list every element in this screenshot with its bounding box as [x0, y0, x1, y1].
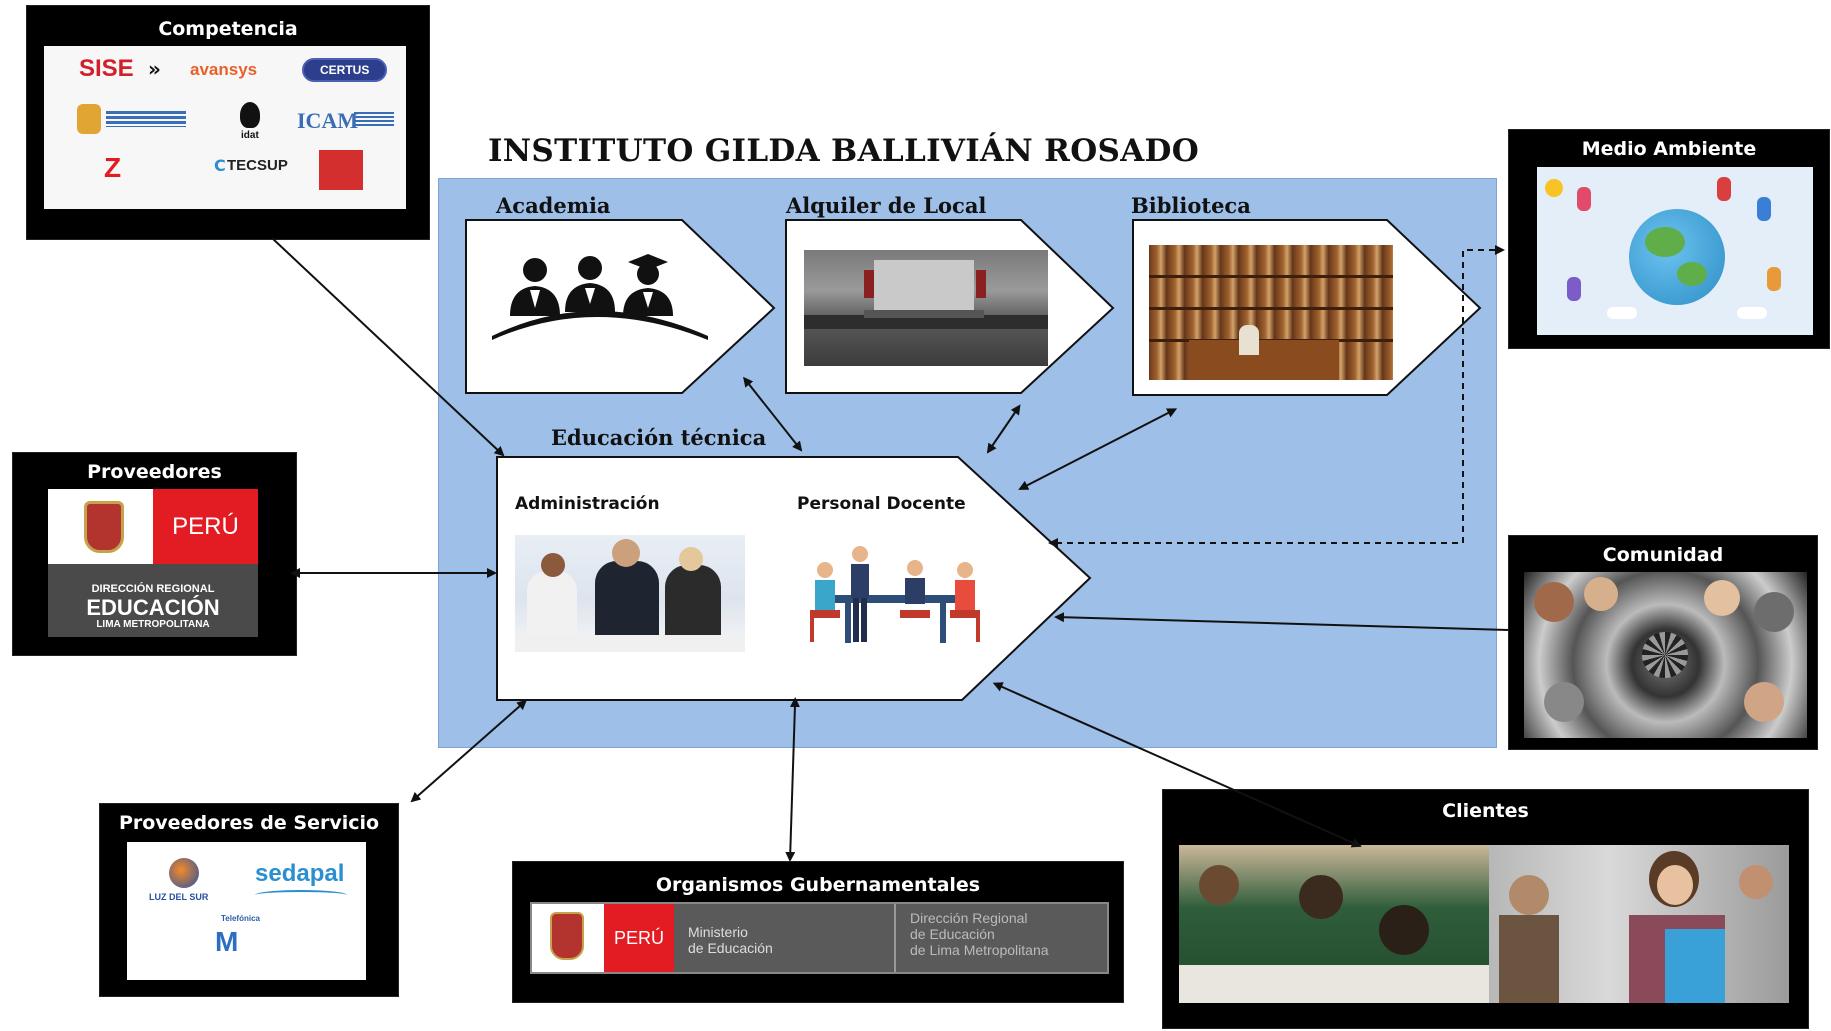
competencia-box: Competencia SISE » avansys CERTUS idat I… — [27, 6, 429, 239]
administracion-label: Administración — [515, 494, 660, 514]
dre-lima-logo: PERÚ DIRECCIÓN REGIONAL EDUCACIÓN LIMA M… — [48, 489, 258, 637]
dre-line3: LIMA METROPOLITANA — [96, 619, 210, 630]
tecsup-logo: TECSUP — [227, 157, 288, 174]
competencia-title: Competencia — [158, 18, 298, 40]
organismos-peru: PERÚ — [604, 904, 674, 972]
students-smiling-photo — [1489, 845, 1789, 1003]
sedapal-wave-icon — [255, 890, 347, 900]
competencia-logos: SISE » avansys CERTUS idat ICAM Z C TECS… — [44, 46, 406, 209]
sise-logo: SISE — [79, 55, 134, 82]
peru-text: PERÚ — [172, 512, 239, 540]
sedapal-logo: sedapal — [255, 860, 345, 887]
alquiler-label: Alquiler de Local — [786, 193, 987, 218]
sise-arrow-icon: » — [148, 57, 161, 81]
docente-label: Personal Docente — [797, 494, 966, 514]
meeting-illustration — [810, 546, 980, 643]
academia-label: Academia — [496, 193, 611, 218]
movistar-logo: M — [215, 926, 239, 957]
luz-del-sur-icon — [169, 858, 199, 888]
office-photo — [515, 535, 745, 652]
community-collage — [1524, 572, 1807, 738]
comunidad-box: Comunidad — [1509, 536, 1817, 749]
avansys-logo: avansys — [190, 60, 258, 79]
idat-icon — [240, 102, 260, 128]
servicio-logos: LUZ DEL SUR sedapal Telefónica M — [127, 842, 366, 980]
students-classroom-photo — [1179, 845, 1489, 1003]
z-logo-icon: Z — [104, 152, 122, 183]
luz-del-sur-logo: LUZ DEL SUR — [149, 892, 209, 902]
ministerio-line2: de Educación — [688, 940, 773, 956]
icam-logo: ICAM — [297, 108, 359, 133]
library-photo — [1149, 245, 1393, 380]
peru-label: PERÚ — [153, 489, 258, 564]
icam-subtext — [354, 112, 394, 126]
peru-crest-icon — [84, 501, 124, 553]
graduates-icon — [492, 254, 708, 340]
organismos-title: Organismos Gubernamentales — [655, 874, 981, 896]
crest-icon — [77, 104, 101, 134]
direccion-line2: de Educación — [910, 926, 995, 942]
educacion-label: Educación técnica — [551, 425, 767, 450]
ministerio-line1: Ministerio — [688, 924, 748, 940]
proveedores-box: Proveedores PERÚ DIRECCIÓN REGIONAL EDUC… — [13, 453, 296, 655]
room-photo — [804, 250, 1048, 366]
organismos-peru-text: PERÚ — [613, 927, 664, 948]
biblioteca-label: Biblioteca — [1131, 193, 1251, 218]
clientes-box: Clientes — [1163, 790, 1808, 1028]
direccion-line3: de Lima Metropolitana — [910, 942, 1049, 958]
medio-ambiente-box: Medio Ambiente — [1509, 130, 1829, 348]
medio-ambiente-title: Medio Ambiente — [1581, 138, 1757, 160]
peru-crest-small-icon — [550, 912, 584, 960]
dre-line2: EDUCACIÓN — [86, 595, 220, 620]
institute-logo-text — [106, 111, 186, 127]
telefonica-logo: Telefónica — [221, 914, 260, 923]
clientes-title: Clientes — [1442, 800, 1529, 822]
organismos-box: Organismos Gubernamentales PERÚ Minister… — [513, 862, 1123, 1002]
earth-illustration — [1537, 167, 1813, 335]
red-square-logo — [319, 150, 363, 190]
tecsup-c-icon: C — [214, 156, 226, 175]
proveedores-servicio-box: Proveedores de Servicio LUZ DEL SUR seda… — [100, 804, 398, 996]
direccion-line1: Dirección Regional — [910, 910, 1028, 926]
dre-line1: DIRECCIÓN REGIONAL — [91, 583, 215, 595]
proveedores-title: Proveedores — [87, 461, 222, 483]
institute-title: INSTITUTO GILDA BALLIVIÁN ROSADO — [488, 133, 1200, 169]
logo-divider — [894, 904, 896, 972]
certus-logo: CERTUS — [302, 58, 388, 82]
minedu-logo: PERÚ Ministerio de Educación Dirección R… — [530, 902, 1109, 974]
idat-logo: idat — [241, 130, 259, 141]
proveedores-servicio-title: Proveedores de Servicio — [118, 812, 380, 834]
comunidad-title: Comunidad — [1602, 544, 1724, 566]
